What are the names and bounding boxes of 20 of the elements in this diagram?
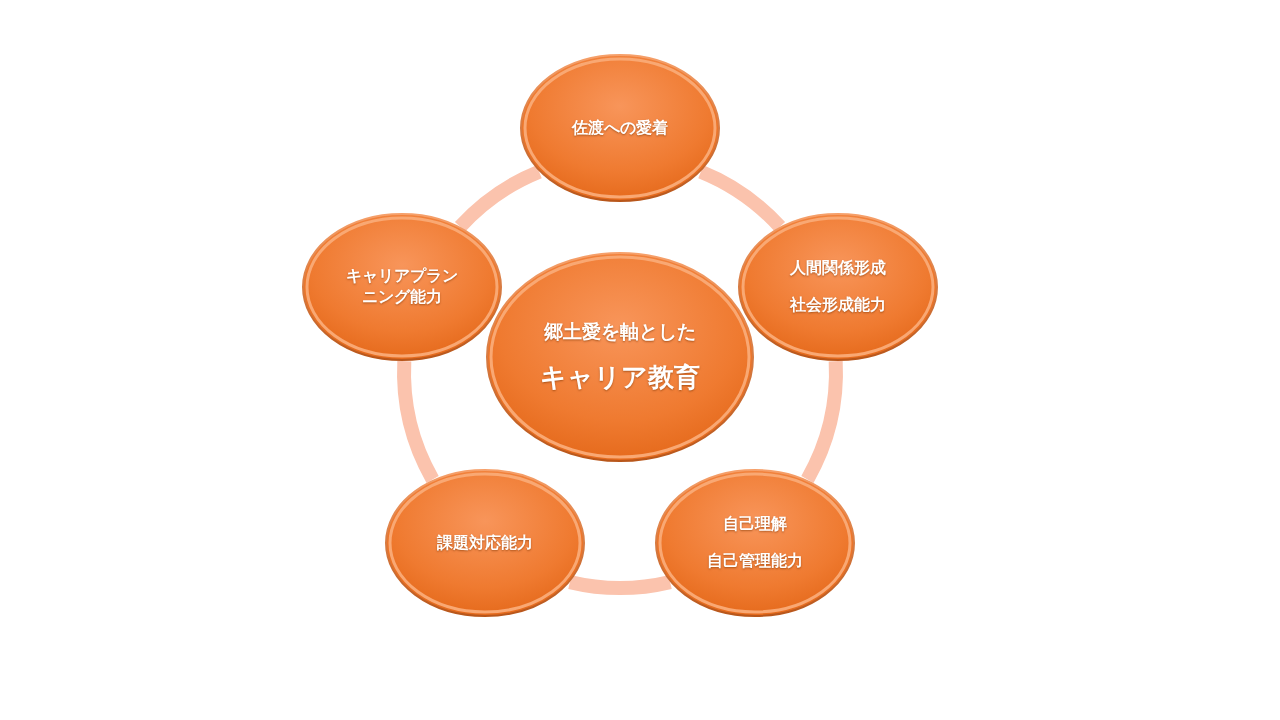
node-text: 自己理解	[723, 514, 787, 535]
node-text: 社会形成能力	[790, 295, 886, 316]
node-text: 佐渡への愛着	[572, 117, 668, 139]
ring-connector	[801, 361, 843, 483]
subtitle-text: 郷土愛を軸とした	[544, 318, 696, 344]
ring-connector	[397, 361, 439, 483]
node-text: 人間関係形成	[790, 258, 886, 279]
title-text: キャリア教育	[540, 361, 700, 395]
ellipse-node	[738, 213, 938, 361]
node-text: キャリアプランニング能力	[345, 266, 459, 308]
node-text: 課題対応能力	[437, 532, 533, 554]
ellipse-node	[385, 469, 585, 617]
ring-connector	[568, 575, 672, 595]
ellipse-node	[302, 213, 502, 361]
ring-connector	[697, 165, 785, 232]
ellipse-node	[486, 252, 754, 462]
node-text: 自己管理能力	[707, 551, 803, 572]
ellipse-node	[655, 469, 855, 617]
ellipse-node	[520, 54, 720, 202]
ring-connector	[455, 165, 543, 232]
